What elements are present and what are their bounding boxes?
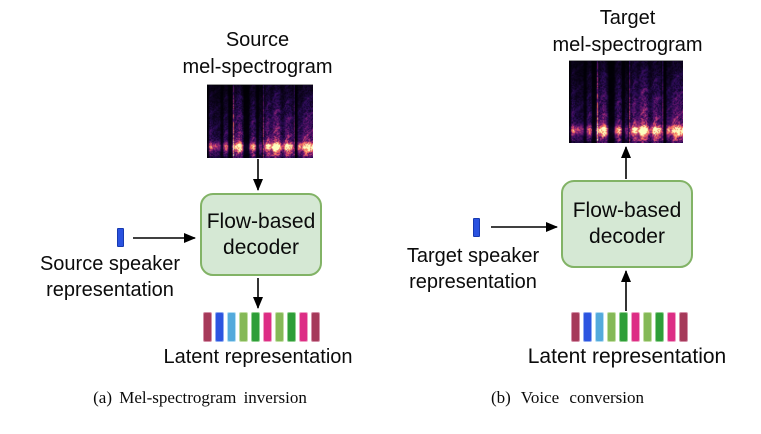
title-line: mel-spectrogram — [552, 34, 703, 56]
source-speaker-label: Source speaker representation — [10, 251, 210, 303]
latent-bar — [203, 312, 212, 342]
caption-a: (a) Mel-spectrogram inversion — [93, 388, 307, 407]
speaker-label-line: Source speaker — [39, 253, 181, 275]
title-line: Target — [599, 7, 656, 29]
target-speaker-label: Target speaker representation — [373, 243, 573, 295]
latent-bar — [287, 312, 296, 342]
mel-spectrogram-image — [569, 60, 683, 143]
latent-bar — [215, 312, 224, 342]
decoder-label-line: Flow-based — [572, 199, 682, 222]
latent-bar — [679, 312, 688, 342]
latent-representation-label: Latent representation — [527, 345, 727, 368]
latent-bar — [275, 312, 284, 342]
latent-bar — [631, 312, 640, 342]
latent-bar — [583, 312, 592, 342]
speaker-label-line: Target speaker — [406, 245, 540, 267]
latent-bar — [655, 312, 664, 342]
latent-bar — [227, 312, 236, 342]
latent-bar — [311, 312, 320, 342]
latent-representation-label: Latent representation — [163, 346, 353, 368]
title-line: Source — [225, 29, 290, 51]
title-line: mel-spectrogram — [182, 56, 333, 78]
target-mel-spectrogram-title: Target mel-spectrogram — [520, 5, 735, 59]
speaker-representation-bar — [117, 228, 124, 247]
latent-representation-bars — [571, 312, 688, 342]
latent-bar — [251, 312, 260, 342]
speaker-label-line: representation — [46, 279, 174, 301]
speaker-representation-bar — [473, 218, 480, 237]
latent-bar — [571, 312, 580, 342]
speaker-label-line: representation — [409, 271, 537, 293]
decoder-label-line: decoder — [223, 235, 299, 259]
latent-bar — [619, 312, 628, 342]
latent-bar — [595, 312, 604, 342]
latent-bar — [263, 312, 272, 342]
decoder-label-line: decoder — [589, 225, 665, 248]
mel-spectrogram-image — [207, 84, 313, 158]
flow-decoder-box: Flow-based decoder — [561, 180, 693, 268]
latent-bar — [239, 312, 248, 342]
latent-bar — [667, 312, 676, 342]
caption-b: (b) Voice conversion — [490, 388, 644, 407]
latent-representation-bars — [203, 312, 320, 342]
latent-bar — [607, 312, 616, 342]
source-mel-spectrogram-title: Source mel-spectrogram — [150, 27, 365, 81]
latent-bar — [299, 312, 308, 342]
latent-bar — [643, 312, 652, 342]
decoder-label-line: Flow-based — [206, 209, 316, 233]
flow-decoder-box: Flow-based decoder — [200, 193, 322, 276]
